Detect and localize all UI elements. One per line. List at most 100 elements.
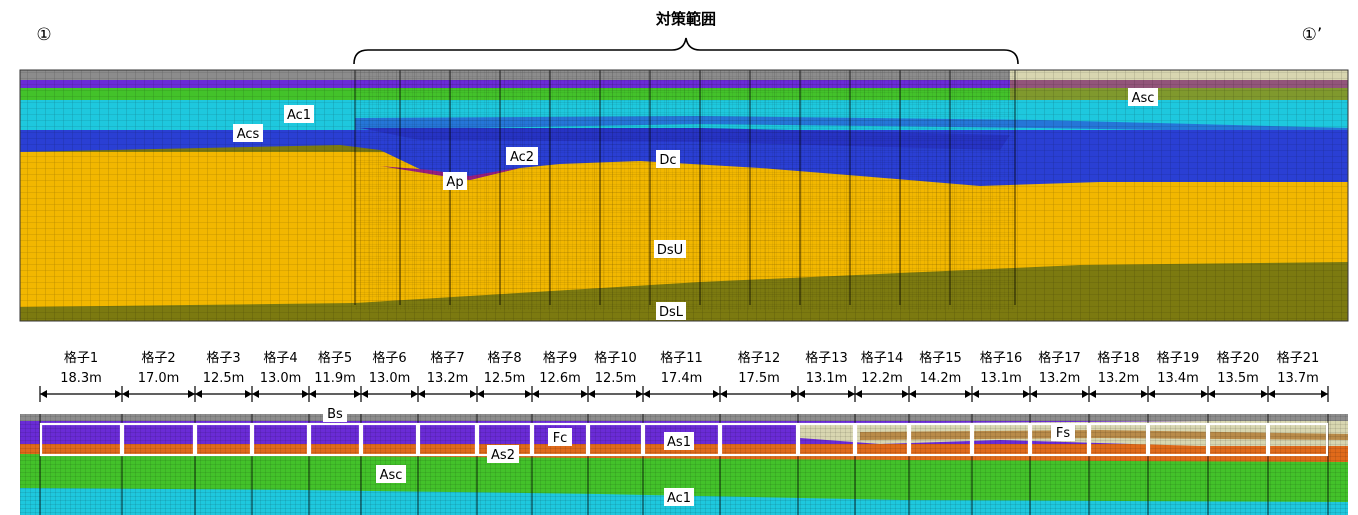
lower-layer-labels: Bs Fc As1 As2 Fs Asc Ac1 [323,404,1075,506]
grid-cell-name: 格子6 [372,350,406,366]
grid-cell-box [121,422,196,457]
dimension-arrow [1261,390,1268,398]
label-DsU: DsU [657,243,683,258]
dimension-arrow [532,390,539,398]
dimension-arrow [122,390,129,398]
label-Ap: Ap [446,175,463,190]
grid-cell-name: 格子1 [64,350,98,366]
dimension-arrow [588,390,595,398]
label-Asc-upper: Asc [1132,91,1155,106]
upper-layer-labels: Ac1 Acs Ac2 Ap Dc Asc DsU DsL [233,88,1158,320]
dimension-arrow [1148,390,1155,398]
grid-cell-name: 格子21 [1277,350,1320,366]
label-Asc-lower: Asc [380,468,403,483]
grid-cell-box [971,422,1031,457]
grid-cell-length: 17.0m [138,371,180,386]
dimension-arrow [195,390,202,398]
countermeasure-range-title: 対策範囲 [655,10,716,28]
dimension-arrow [855,390,862,398]
dimension-arrow [791,390,798,398]
grid-cell-length: 13.5m [1217,371,1259,386]
grid-cell-name: 格子13 [805,350,848,366]
grid-cell-box [1207,422,1269,457]
label-Ac1-upper: Ac1 [287,108,311,123]
label-DsL: DsL [659,305,684,320]
dimension-arrow [798,390,805,398]
dimension-arrow [1321,390,1328,398]
grid-cell-box [531,422,589,457]
dimension-arrow [713,390,720,398]
grid-cell-box [194,422,253,457]
grid-cell-length: 13.4m [1157,371,1199,386]
upper-cross-section [20,70,1348,321]
dimension-arrow [1201,390,1208,398]
grid-cell-name: 格子11 [660,350,703,366]
grid-cell-box [417,422,478,457]
label-Ac2: Ac2 [510,150,534,165]
dimension-arrow [40,390,47,398]
dimension-arrow [720,390,727,398]
dimension-arrow [252,390,259,398]
dimension-arrow [1141,390,1148,398]
grid-cell-box [642,422,721,457]
grid-cell-length: 12.5m [203,371,245,386]
dimension-arrow [902,390,909,398]
grid-cell-length: 12.5m [484,371,526,386]
label-Bs: Bs [327,407,343,422]
dimension-arrow [470,390,477,398]
grid-cell-box [587,422,644,457]
grid-cell-name: 格子10 [594,350,637,366]
dimension-arrow [965,390,972,398]
dimension-arrow [188,390,195,398]
label-Ac1-lower: Ac1 [667,491,691,506]
upper-section-frame [19,69,1349,322]
dimension-arrow [361,390,368,398]
grid-cell-length: 18.3m [60,371,102,386]
grid-cell-name: 格子20 [1217,350,1260,366]
grid-cell-name: 格子2 [141,350,175,366]
grid-cell-name: 格子9 [543,350,577,366]
grid-cell-dimensions: 格子1 18.3m 格子2 17.0m 格子3 12.5m 格子4 13.0m 格子5 11.9m… [39,350,1329,402]
dimension-arrow [1268,390,1275,398]
grid-cell-name: 格子8 [487,350,521,366]
grid-cell-length: 13.0m [369,371,411,386]
dimension-arrow [1082,390,1089,398]
dimension-arrow [354,390,361,398]
dimension-arrow [1208,390,1215,398]
grid-cell-length: 12.5m [595,371,637,386]
grid-cell-box [360,422,419,457]
dimension-arrow [581,390,588,398]
grid-cell-name: 格子7 [430,350,464,366]
grid-cell-name: 格子18 [1097,350,1140,366]
section-end-marker: ①’ [1302,25,1323,45]
grid-cell-box [308,422,362,457]
dimension-arrow [972,390,979,398]
label-As1: As1 [667,435,691,450]
dimension-arrow [115,390,122,398]
grid-cell-length: 12.6m [539,371,581,386]
label-Fc: Fc [553,431,568,446]
label-Dc: Dc [659,153,676,168]
grid-cell-name: 格子3 [206,350,240,366]
dimension-arrow [636,390,643,398]
dimension-arrow [1023,390,1030,398]
label-Fs: Fs [1056,426,1070,441]
dimension-arrow [525,390,532,398]
dimension-arrow [477,390,484,398]
dimension-arrow [1089,390,1096,398]
grid-cell-length: 13.2m [1098,371,1140,386]
grid-cell-box [908,422,973,457]
grid-cell-name: 格子15 [919,350,962,366]
grid-cell-length: 11.9m [314,371,356,386]
grid-cell-length: 13.2m [1039,371,1081,386]
grid-cell-box [251,422,310,457]
grid-cell-box [1088,422,1149,457]
grid-cell-length: 13.7m [1277,371,1319,386]
grid-cell-length: 13.1m [980,371,1022,386]
grid-cell-length: 13.2m [427,371,469,386]
grid-cell-box [39,422,123,457]
dimension-arrow [909,390,916,398]
grid-cell-name: 格子5 [318,350,352,366]
grid-cell-name: 格子4 [263,350,297,366]
upper-vertical-gridlines [354,70,1016,305]
